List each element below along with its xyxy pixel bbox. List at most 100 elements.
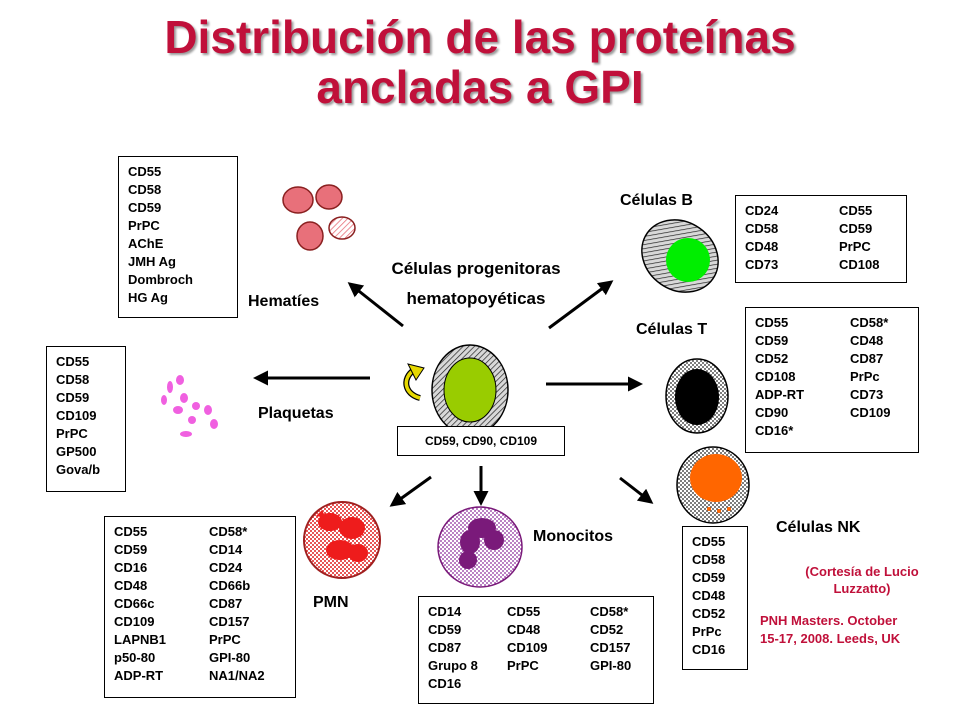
t-cell-icon [665, 358, 729, 434]
marker: PrPC [839, 239, 871, 254]
platelet-icon [161, 375, 218, 437]
marker: CD55 [507, 604, 541, 619]
marker: CD16 [692, 642, 726, 657]
arrow-to-hematies [347, 282, 404, 328]
marker: CD55 [114, 524, 148, 539]
marker: CD59 [755, 333, 789, 348]
arrow-to-nk [619, 476, 654, 504]
nk-cell-icon [676, 446, 750, 524]
marker: CD87 [209, 596, 243, 611]
marker: CD157 [209, 614, 250, 629]
monocitos-label: Monocitos [533, 528, 613, 545]
plaquetas-markers-col: CD55 CD58 CD59 CD109 PrPC GP500 Gova/b [56, 353, 100, 479]
marker: p50-80 [114, 650, 156, 665]
marker: CD59 [428, 622, 462, 637]
celulas-nk-label: Células NK [776, 519, 861, 536]
hematies-markers-col: CD55 CD58 CD59 PrPC AChE JMH Ag Dombroch… [128, 163, 193, 307]
marker: Dombroch [128, 272, 193, 287]
marker: CD55 [755, 315, 789, 330]
marker: CD16* [755, 423, 794, 438]
celulas-b-markers-box: CD24 CD58 CD48 CD73 CD55 CD59 PrPC CD108 [735, 195, 907, 283]
hematies-markers-box: CD55 CD58 CD59 PrPC AChE JMH Ag Dombroch… [118, 156, 238, 318]
marker: PrPC [56, 426, 88, 441]
marker: CD24 [745, 203, 779, 218]
celulas-t-markers-box: CD55 CD59 CD52 CD108 ADP-RT CD90 CD16* C… [745, 307, 919, 453]
celulas-t-col-2: CD58* CD48 CD87 PrPc CD73 CD109 [850, 314, 890, 422]
monocitos-markers-box: CD14 CD59 CD87 Grupo 8 CD16 CD55 CD48 CD… [418, 596, 654, 704]
pmn-markers-box: CD55 CD59 CD16 CD48 CD66c CD109 LAPNB1 p… [104, 516, 296, 698]
marker: CD87 [850, 351, 884, 366]
marker: CD66b [209, 578, 251, 593]
marker: CD58 [128, 182, 162, 197]
marker: CD87 [428, 640, 462, 655]
marker: JMH Ag [128, 254, 176, 269]
marker: CD59 [839, 221, 873, 236]
marker: CD14 [209, 542, 243, 557]
credit-line-4: 15-17, 2008. Leeds, UK [760, 631, 901, 646]
marker: PrPc [850, 369, 880, 384]
marker: CD58 [692, 552, 726, 567]
celulas-b-col-2: CD55 CD59 PrPC CD108 [839, 202, 879, 274]
celulas-nk-markers-col: CD55 CD58 CD59 CD48 CD52 PrPc CD16 [692, 533, 725, 659]
celulas-nk-markers-box: CD55 CD58 CD59 CD48 CD52 PrPc CD16 [682, 526, 748, 670]
monocitos-col-3: CD58* CD52 CD157 GPI-80 [590, 603, 631, 675]
marker: CD109 [56, 408, 97, 423]
celulas-b-col-1: CD24 CD58 CD48 CD73 [745, 202, 778, 274]
marker: CD59 [56, 390, 90, 405]
monocyte-cell-icon [437, 506, 523, 588]
progenitor-label: Células progenitoras hematopoyéticas [356, 254, 596, 314]
marker: CD108 [839, 257, 880, 272]
plaquetas-label: Plaquetas [258, 405, 334, 422]
marker: PrPc [692, 624, 722, 639]
marker: CD14 [428, 604, 462, 619]
marker: Grupo 8 [428, 658, 478, 673]
marker: CD55 [56, 354, 90, 369]
marker: CD59 [114, 542, 148, 557]
credit-line-2: Luzzatto) [833, 581, 891, 596]
monocitos-col-2: CD55 CD48 CD109 PrPC [507, 603, 547, 675]
progenitor-markers: CD59, CD90, CD109 [424, 434, 538, 448]
marker: LAPNB1 [114, 632, 167, 647]
pmn-label: PMN [313, 594, 349, 611]
marker: CD108 [755, 369, 796, 384]
marker: CD55 [839, 203, 873, 218]
pmn-col-2: CD58* CD14 CD24 CD66b CD87 CD157 PrPC GP… [209, 523, 265, 685]
marker: PrPC [209, 632, 241, 647]
marker: CD73 [850, 387, 884, 402]
marker: CD52 [590, 622, 624, 637]
marker: GPI-80 [590, 658, 632, 673]
marker: CD109 [850, 405, 891, 420]
marker: CD52 [692, 606, 726, 621]
celulas-t-col-1: CD55 CD59 CD52 CD108 ADP-RT CD90 CD16* [755, 314, 804, 440]
marker: CD16 [114, 560, 148, 575]
title-line-2: ancladas a GPI [316, 61, 644, 113]
marker: CD66c [114, 596, 155, 611]
marker: CD59 [128, 200, 162, 215]
page-title: Distribución de las proteínas ancladas a… [0, 12, 960, 112]
marker: ADP-RT [755, 387, 805, 402]
hematies-label: Hematíes [248, 293, 320, 310]
marker: CD48 [114, 578, 148, 593]
marker: HG Ag [128, 290, 168, 305]
arrow-to-b-cells [548, 280, 614, 330]
marker: CD48 [850, 333, 884, 348]
self-renewal-arrow-icon [403, 363, 425, 401]
marker: CD55 [128, 164, 162, 179]
marker: CD24 [209, 560, 243, 575]
pmn-cell-icon [303, 501, 381, 579]
credit-attribution: (Cortesía de Lucio Luzzatto) [784, 563, 940, 597]
marker: CD157 [590, 640, 631, 655]
marker: CD58* [590, 604, 629, 619]
rbc-icon [282, 184, 356, 251]
marker: GPI-80 [209, 650, 251, 665]
progenitor-label-line-2: hematopoyéticas [406, 289, 546, 308]
marker: PrPC [128, 218, 160, 233]
marker: CD48 [745, 239, 779, 254]
marker: Gova/b [56, 462, 101, 477]
celulas-b-label: Células B [620, 192, 693, 209]
marker: CD58 [745, 221, 779, 236]
marker: CD52 [755, 351, 789, 366]
marker: GP500 [56, 444, 97, 459]
credit-source: PNH Masters. October 15-17, 2008. Leeds,… [760, 612, 900, 648]
marker: CD73 [745, 257, 779, 272]
